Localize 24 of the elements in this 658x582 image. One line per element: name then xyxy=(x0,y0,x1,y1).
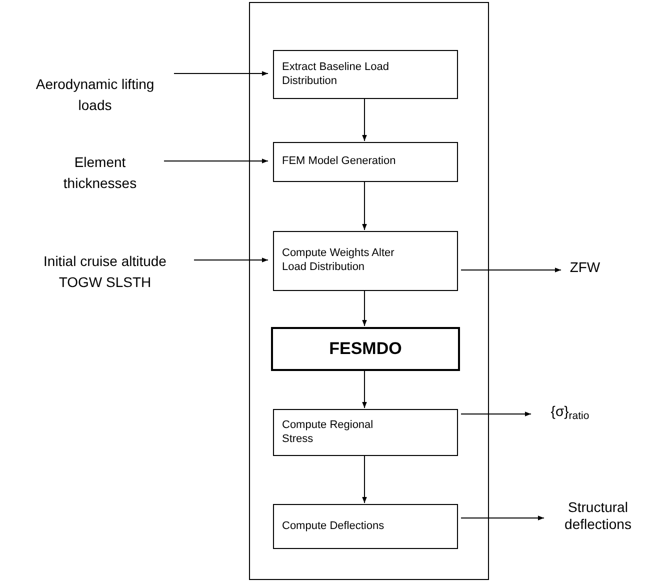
input-label: Aerodynamic lifting loads xyxy=(20,70,170,120)
output-label: Structural deflections xyxy=(548,492,648,540)
arrow xyxy=(362,98,367,142)
process-box: FEM Model Generation xyxy=(273,142,458,182)
input-label: Initial cruise altitude TOGW SLSTH xyxy=(20,236,190,308)
process-box: Extract Baseline Load Distribution xyxy=(273,50,458,99)
process-box: Compute Regional Stress xyxy=(273,409,458,456)
arrow xyxy=(362,180,367,230)
process-box: Compute Deflections xyxy=(273,504,458,549)
output-label: {σ}$_{ratio}$ xyxy=(535,398,605,426)
arrow xyxy=(362,370,367,408)
arrow xyxy=(194,258,268,262)
process-box: Compute Weights Alter Load Distribution xyxy=(273,231,458,291)
output-label: ZFW xyxy=(565,258,605,278)
arrow xyxy=(362,290,367,326)
arrow xyxy=(362,454,367,504)
arrow xyxy=(174,71,268,76)
arrow xyxy=(164,158,268,164)
arrow xyxy=(460,412,532,416)
system-frame xyxy=(249,2,489,580)
input-label: Element thicknesses xyxy=(40,152,160,194)
process-box: FESMDO xyxy=(271,327,460,371)
arrow xyxy=(460,516,544,520)
arrow xyxy=(460,268,562,272)
